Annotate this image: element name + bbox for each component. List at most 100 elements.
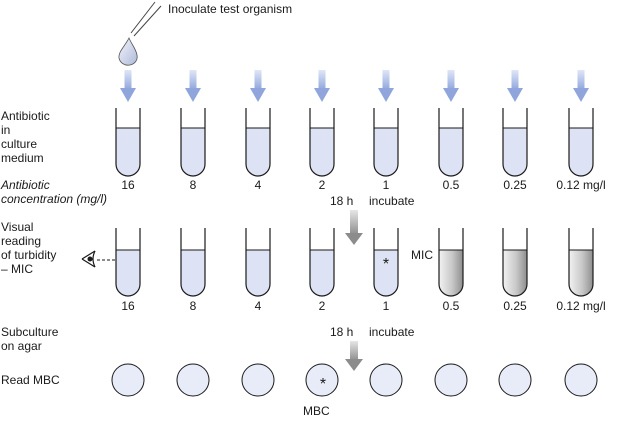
tube-outline bbox=[568, 228, 594, 297]
mbc-label: MBC bbox=[303, 404, 330, 418]
incubate-time: 18 h bbox=[330, 194, 353, 208]
tube-liquid bbox=[439, 250, 463, 296]
pipette-drop-icon bbox=[118, 1, 162, 66]
test-tube bbox=[180, 228, 206, 297]
concentration-label: 0.25 bbox=[503, 178, 527, 192]
blue-down-arrow-icon bbox=[250, 70, 266, 102]
tube-liquid bbox=[246, 128, 270, 176]
incubate-action: incubate bbox=[369, 194, 415, 208]
concentration-label: 1 bbox=[383, 178, 390, 192]
concentration-label: 0.12 mg/l bbox=[556, 178, 605, 192]
tube-outline bbox=[309, 228, 335, 297]
label-line: Subculture bbox=[1, 325, 59, 339]
concentration-label: 2 bbox=[319, 299, 326, 313]
concentration-label: 0.12 mg/l bbox=[556, 299, 605, 313]
tube-liquid bbox=[310, 250, 334, 296]
test-tube bbox=[438, 228, 464, 297]
test-tube bbox=[502, 108, 528, 177]
concentration-label: 16 bbox=[121, 178, 135, 192]
tube-outline bbox=[115, 228, 141, 297]
test-tube bbox=[438, 108, 464, 177]
blue-down-arrow-icon bbox=[573, 70, 589, 102]
incubate-time: 18 h bbox=[330, 325, 353, 339]
label-read-mbc: Read MBC bbox=[1, 373, 60, 387]
tube-outline bbox=[502, 108, 528, 177]
tube-outline bbox=[438, 108, 464, 177]
test-tube bbox=[115, 228, 141, 297]
label-antibiotic-medium: Antibiotic in culture medium bbox=[1, 109, 50, 165]
label-subculture: Subculture on agar bbox=[1, 325, 59, 353]
concentration-label: 4 bbox=[255, 178, 262, 192]
blue-arrows bbox=[120, 70, 589, 102]
test-tube bbox=[373, 228, 399, 297]
test-tube bbox=[180, 108, 206, 177]
tube-liquid bbox=[374, 128, 398, 176]
mic-label: MIC bbox=[411, 248, 433, 262]
test-tube bbox=[502, 228, 528, 297]
inoculate-label: Inoculate test organism bbox=[168, 2, 292, 16]
tube-liquid bbox=[116, 250, 140, 296]
tube-liquid bbox=[116, 128, 140, 176]
label-line: of turbidity bbox=[1, 248, 56, 262]
agar-plate bbox=[498, 363, 532, 397]
test-tube bbox=[115, 108, 141, 177]
agar-plate bbox=[434, 363, 468, 397]
tube-outline bbox=[438, 228, 464, 297]
label-line: Antibiotic bbox=[0, 178, 50, 192]
incubate-step-2: 18 h incubate bbox=[330, 325, 415, 371]
tube-liquid bbox=[246, 250, 270, 296]
label-line: culture bbox=[1, 137, 37, 151]
test-tube bbox=[309, 228, 335, 297]
gray-down-arrow-icon bbox=[345, 210, 363, 245]
tube-outline bbox=[309, 108, 335, 177]
mbc-marker: * bbox=[320, 376, 326, 393]
label-line: medium bbox=[1, 151, 44, 165]
blue-down-arrow-icon bbox=[185, 70, 201, 102]
tube-outline bbox=[373, 228, 399, 297]
blue-down-arrow-icon bbox=[120, 70, 136, 102]
concentration-label: 1 bbox=[383, 299, 390, 313]
tube-liquid bbox=[374, 250, 398, 296]
tube-liquid bbox=[181, 128, 205, 176]
eye-icon bbox=[81, 250, 96, 268]
blue-down-arrow-icon bbox=[443, 70, 459, 102]
agar-plate bbox=[111, 363, 145, 397]
tube-outline bbox=[373, 108, 399, 177]
tube-liquid bbox=[181, 250, 205, 296]
label-visual-reading: Visual reading of turbidity – MIC bbox=[1, 220, 56, 276]
mic-marker: * bbox=[383, 256, 389, 273]
agar-plate-row bbox=[111, 363, 598, 397]
tube-liquid bbox=[503, 128, 527, 176]
blue-down-arrow-icon bbox=[507, 70, 523, 102]
concentration-label: 4 bbox=[255, 299, 262, 313]
incubate-step-1: 18 h incubate bbox=[330, 194, 415, 245]
gray-down-arrow-icon bbox=[345, 341, 363, 371]
test-tube bbox=[245, 108, 271, 177]
tube-liquid bbox=[569, 128, 593, 176]
tube-outline bbox=[245, 228, 271, 297]
tube-row-reading bbox=[115, 228, 594, 297]
tube-row-medium bbox=[115, 108, 594, 177]
tube-liquid bbox=[310, 128, 334, 176]
test-tube bbox=[568, 108, 594, 177]
test-tube bbox=[309, 108, 335, 177]
agar-plate bbox=[176, 363, 210, 397]
label-line: concentration (mg/l) bbox=[1, 192, 107, 206]
label-line: – MIC bbox=[1, 262, 33, 276]
agar-plate bbox=[305, 363, 339, 397]
concentration-label: 8 bbox=[190, 178, 197, 192]
agar-plate bbox=[564, 363, 598, 397]
label-line: reading bbox=[1, 234, 41, 248]
tube-outline bbox=[115, 108, 141, 177]
blue-down-arrow-icon bbox=[378, 70, 394, 102]
label-line: Visual bbox=[1, 220, 33, 234]
tube-liquid bbox=[503, 250, 527, 296]
label-line: Antibiotic bbox=[1, 109, 50, 123]
label-line: in bbox=[1, 123, 10, 137]
concentration-label: 0.5 bbox=[443, 299, 460, 313]
tube-outline bbox=[502, 228, 528, 297]
test-tube bbox=[568, 228, 594, 297]
